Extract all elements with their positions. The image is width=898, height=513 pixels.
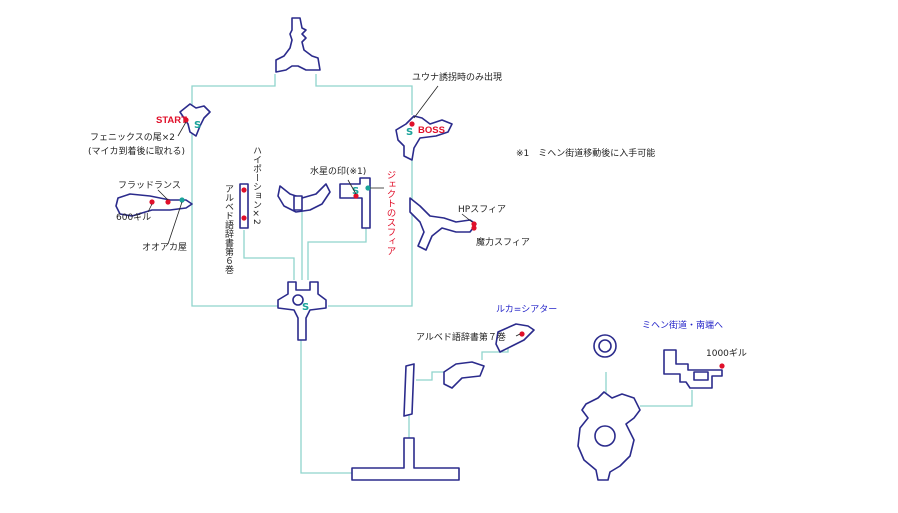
corridor-top-right [315,74,413,115]
room-start [179,103,211,137]
label-600gil: 600ギル [116,212,151,223]
save-point-start: S [194,120,201,131]
treasure-albhed6 [241,215,247,221]
label-phoenix: フェニックスの尾×2 [90,132,175,143]
leader-albhed7 [515,333,521,337]
label-mag-sphere: 魔力スフィア [476,236,530,248]
corridor-theater [416,371,444,381]
leader-ooaka [167,201,183,245]
room-theater-approach [443,361,485,389]
label-phoenix-note: (マイカ到着後に取れる) [88,145,185,157]
label-albhed7: アルベド語辞書第７巻 [416,331,506,343]
treasure-hp-sphere [471,221,477,227]
label-start: START [156,115,187,126]
label-hipotion: ハイポーション×2 [251,146,262,225]
ooaka-shop-marker [179,197,185,203]
save-point-mercury: S [352,186,359,197]
save-point-plaza: S [302,302,309,313]
corridor-south [300,340,352,474]
jecht-sphere-marker [365,185,371,191]
corridor-mihen [640,390,693,407]
leader-mercury [347,179,357,195]
room-dock [351,437,460,481]
rooms [115,17,723,481]
room-central-plaza [277,281,327,341]
corridor-mercury [307,228,367,280]
labels: START BOSS ユウナ誘拐時のみ出現 ※1 ミヘン街道移動後に入手可能 フ… [88,71,747,359]
room-arc [277,183,331,213]
label-yuna-kidnap: ユウナ誘拐時のみ出現 [412,71,502,83]
treasure-phoenix [183,117,189,123]
label-note: ※1 ミヘン街道移動後に入手可能 [516,147,655,159]
save-points: S S S S [194,120,413,313]
label-luca-theater: ルカ=シアター [496,304,557,315]
plaza-fountain [292,294,304,306]
room-dock-pier [403,363,415,417]
label-1000gil: 1000ギル [706,348,747,359]
room-top-tower [275,17,321,73]
treasure-mercury [353,193,359,199]
treasure-albhed7 [519,331,525,337]
treasure-boss-room [409,121,415,127]
room-mihen-side [693,371,709,381]
label-jecht: ジェクトのスフィア [385,170,397,256]
label-flood-lance: フラッドランス [118,180,181,191]
room-tower-ring-inner [598,339,612,353]
label-boss: BOSS [418,125,445,136]
room-mercury [339,177,371,229]
treasure-600gil [149,199,155,205]
leader-lines [147,85,521,337]
label-albhed6: アルベド語辞書第６巻 [223,184,234,274]
leader-phoenix [177,121,187,137]
treasures [149,117,725,369]
room-arc-hall [293,195,303,211]
room-flood-lance [115,193,193,217]
leader-yuna [413,85,439,119]
treasure-hipotion [241,187,247,193]
room-spheres [409,197,477,251]
room-hipotion [239,183,249,229]
corridor-top-loop [191,74,276,118]
square-fountain [594,425,616,447]
leader-hp-sphere [461,213,473,223]
corridor-left-down [191,130,283,307]
label-mihen: ミヘン街道・南端へ [642,319,723,331]
leader-flood-lance [157,189,169,201]
label-hp-sphere: HPスフィア [458,205,506,215]
treasure-1000gil [719,363,725,369]
label-mercury: 水星の印(※1) [310,165,366,177]
treasure-flood-lance [165,199,171,205]
corridor-hipotion [243,230,295,280]
room-boss [395,115,453,161]
save-point-boss: S [406,127,413,138]
leader-600gil [147,203,153,213]
room-luca-theater [495,323,535,353]
treasure-mag-sphere [471,225,477,231]
label-ooaka: オオアカ屋 [142,242,187,253]
